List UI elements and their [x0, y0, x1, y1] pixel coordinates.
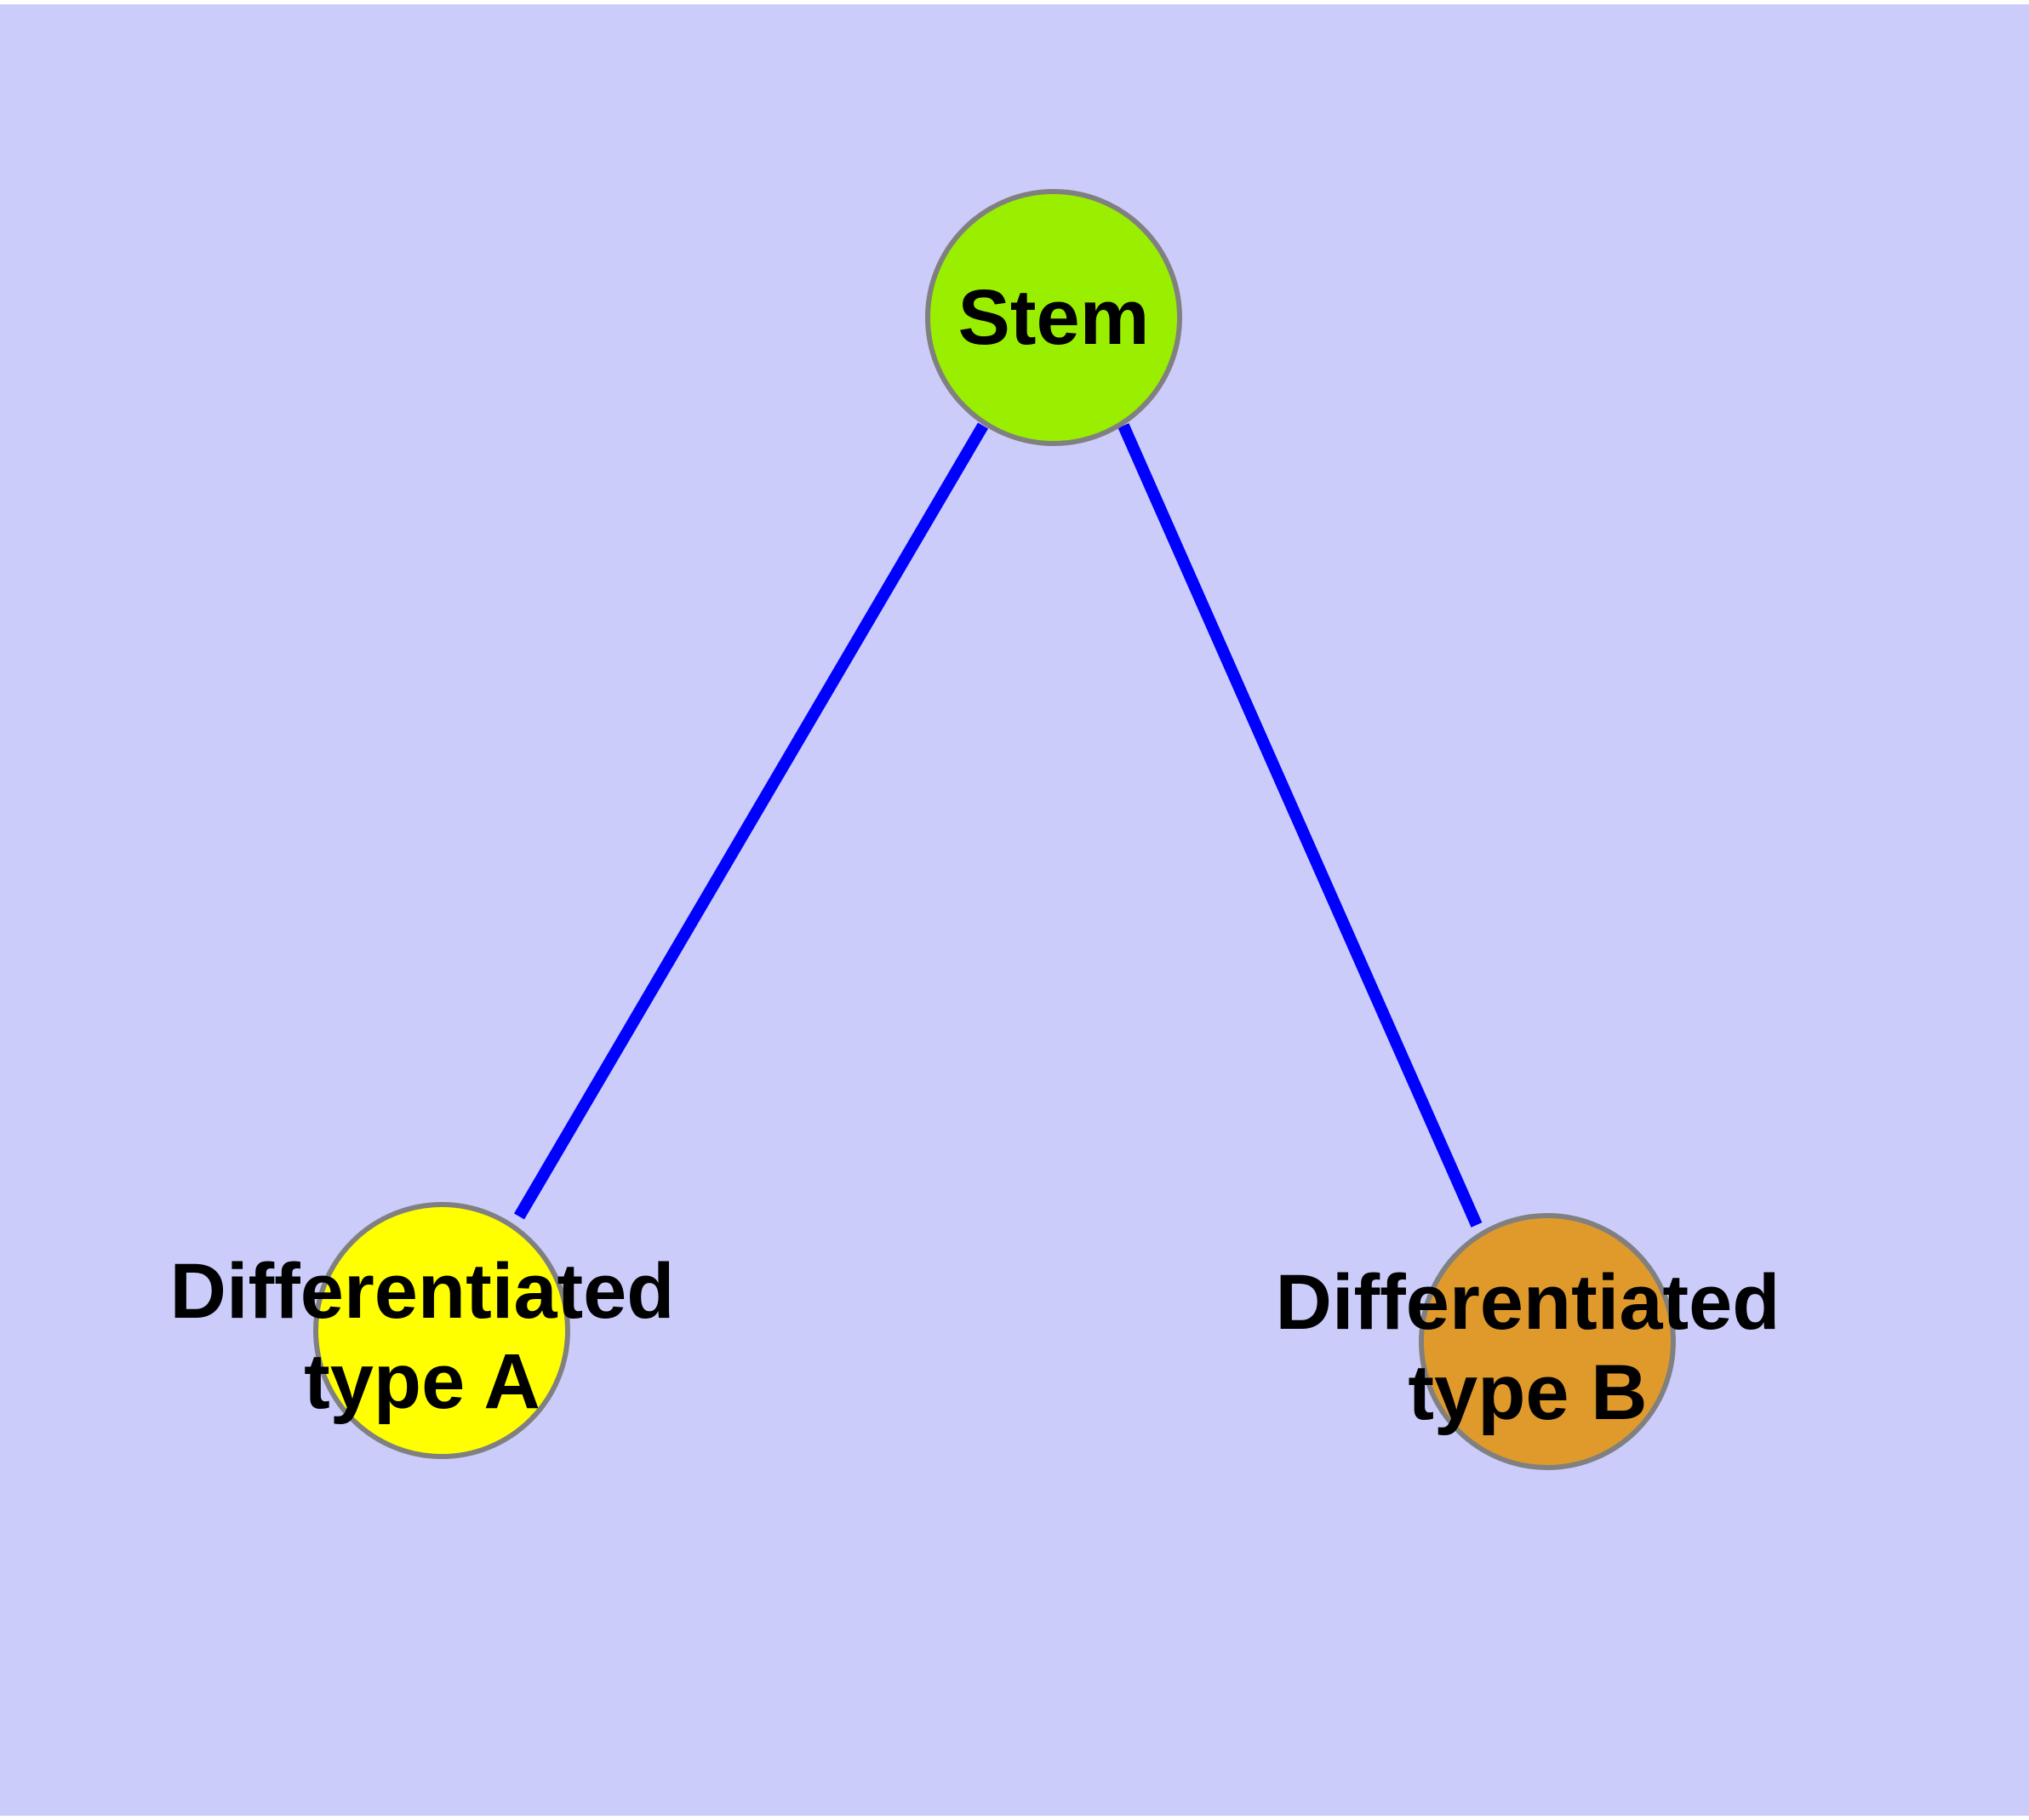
node-layer: [313, 189, 1676, 1470]
node-circle-diff-b[interactable]: [1419, 1213, 1676, 1470]
edge-stem-to-diff-b[interactable]: [1117, 423, 1483, 1228]
edge-layer: [513, 422, 1483, 1228]
node-circle-diff-a[interactable]: [313, 1202, 570, 1459]
edge-stem-to-diff-a[interactable]: [513, 422, 989, 1220]
node-circle-stem[interactable]: [925, 189, 1182, 446]
